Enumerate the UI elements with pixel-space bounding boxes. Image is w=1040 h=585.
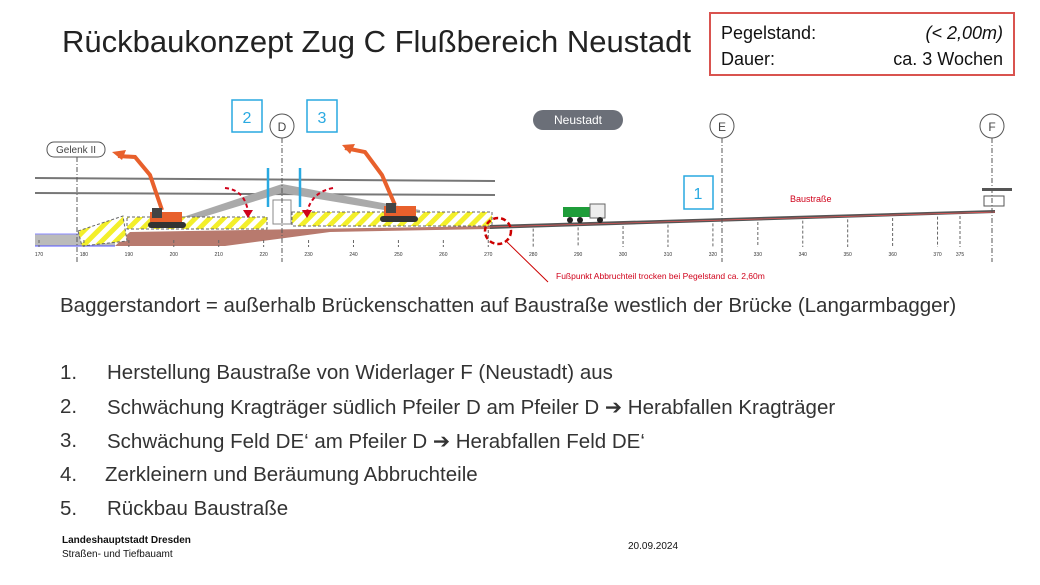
station-tick-label: 375 bbox=[956, 252, 965, 258]
station-tick-label: 280 bbox=[529, 252, 538, 258]
station-tick-label: 320 bbox=[709, 252, 718, 258]
note-leader-line bbox=[506, 241, 549, 283]
steps-list: 1. Herstellung Baustraße von Widerlager F… bbox=[60, 356, 835, 526]
footer-org: Landeshauptstadt Dresden Straßen- und Ti… bbox=[62, 534, 191, 562]
pier-e-label: E bbox=[718, 120, 726, 134]
station-tick-label: 330 bbox=[754, 252, 763, 258]
pier-e-marker bbox=[709, 113, 735, 139]
pier-d-label: D bbox=[278, 120, 287, 134]
station-tick-label: 220 bbox=[259, 252, 268, 258]
item-text: Schwächung Kragträger südlich Pfeiler D … bbox=[107, 395, 836, 419]
station-tick-label: 230 bbox=[304, 252, 313, 258]
slide-title: Rückbaukonzept Zug C Flußbereich Neustad… bbox=[62, 24, 691, 59]
fall-arrow-icon bbox=[224, 187, 249, 213]
item-text: Rückbau Baustraße bbox=[107, 497, 289, 520]
station-tick-label: 350 bbox=[844, 252, 853, 258]
neustadt-label: Neustadt bbox=[554, 113, 603, 127]
station-tick-label: 310 bbox=[664, 252, 673, 258]
item-text: Herstellung Baustraße von Widerlager F (… bbox=[107, 361, 613, 384]
fall-arrow-icon bbox=[306, 187, 334, 213]
excavator-icon bbox=[112, 150, 186, 228]
station-tick-label: 240 bbox=[349, 252, 358, 258]
step-marker-1 bbox=[683, 175, 714, 210]
pier-f-label: F bbox=[988, 120, 995, 134]
dump-truck-icon bbox=[563, 203, 606, 223]
item-number: 1. bbox=[60, 361, 78, 384]
station-tick-label: 180 bbox=[80, 252, 89, 258]
construction-fill bbox=[115, 226, 490, 246]
step-3-label: 3 bbox=[318, 110, 327, 127]
neustadt-badge bbox=[533, 110, 623, 130]
hatched-area bbox=[126, 216, 268, 230]
item-number: 3. bbox=[60, 429, 78, 452]
pegel-label: Pegelstand: bbox=[721, 23, 817, 43]
dauer-value: ca. 3 Wochen bbox=[893, 49, 1003, 69]
station-tick-label: 170 bbox=[35, 252, 44, 258]
list-item: 5. Rückbau Baustraße bbox=[60, 492, 835, 526]
bridge-deck-top bbox=[34, 177, 496, 182]
demolition-diagram: D E F Gelenk II Neustadt 2 3 1 bbox=[34, 99, 1012, 283]
pier-f-marker bbox=[979, 113, 1005, 139]
location-paragraph: Baggerstandort = außerhalb Brückenschatt… bbox=[60, 294, 957, 317]
pegel-value: (< 2,00m) bbox=[925, 23, 1003, 43]
abutment-f bbox=[982, 188, 1012, 191]
baustrasse-label: Baustraße bbox=[790, 194, 832, 204]
step-marker-3 bbox=[306, 99, 338, 133]
list-item: 1. Herstellung Baustraße von Widerlager F… bbox=[60, 356, 835, 390]
station-tick-label: 290 bbox=[574, 252, 583, 258]
station-tick-label: 200 bbox=[170, 252, 179, 258]
org-name: Landeshauptstadt Dresden bbox=[62, 535, 191, 546]
dept-name: Straßen- und Tiefbauamt bbox=[62, 549, 173, 560]
step-2-label: 2 bbox=[243, 110, 252, 127]
list-item: 3. Schwächung Feld DE‘ am Pfeiler D ➔ Her… bbox=[60, 424, 835, 458]
station-tick-label: 340 bbox=[799, 252, 808, 258]
hatched-area bbox=[77, 215, 128, 247]
step-marker-2 bbox=[231, 99, 263, 133]
list-item: 4. Zerkleinern und Beräumung Abbruchteile bbox=[60, 458, 835, 492]
gelenk-label: Gelenk II bbox=[56, 145, 96, 156]
dauer-label: Dauer: bbox=[721, 49, 776, 69]
excavator-icon bbox=[342, 144, 418, 222]
station-tick-label: 270 bbox=[484, 252, 493, 258]
station-tick-label: 370 bbox=[933, 252, 942, 258]
pier-d-marker bbox=[269, 113, 295, 139]
station-tick-label: 360 bbox=[888, 252, 897, 258]
item-text: Schwächung Feld DE‘ am Pfeiler D ➔ Herab… bbox=[107, 429, 645, 453]
item-number: 4. bbox=[60, 463, 78, 486]
info-box: Pegelstand: (< 2,00m) Dauer: ca. 3 Wochen bbox=[709, 12, 1015, 76]
fusspunkt-note: Fußpunkt Abbruchteil trocken bei Pegelst… bbox=[556, 271, 765, 281]
station-tick-label: 250 bbox=[394, 252, 403, 258]
station-tick-label: 210 bbox=[215, 252, 224, 258]
station-tick-label: 260 bbox=[439, 252, 448, 258]
fusspunkt-highlight bbox=[483, 216, 513, 246]
item-number: 2. bbox=[60, 395, 78, 418]
item-number: 5. bbox=[60, 497, 78, 520]
item-text: Zerkleinern und Beräumung Abbruchteile bbox=[105, 463, 478, 486]
station-axis: 170 180 190 200 210 220 230 240 250 260 270 280 290 3… bbox=[35, 216, 965, 258]
list-item: 2. Schwächung Kragträger südlich Pfeiler … bbox=[60, 390, 835, 424]
station-tick-label: 190 bbox=[125, 252, 134, 258]
footer-date: 20.09.2024 bbox=[628, 541, 679, 552]
gelenk-marker bbox=[46, 141, 106, 158]
step-1-label: 1 bbox=[694, 186, 703, 203]
station-tick-label: 300 bbox=[619, 252, 628, 258]
